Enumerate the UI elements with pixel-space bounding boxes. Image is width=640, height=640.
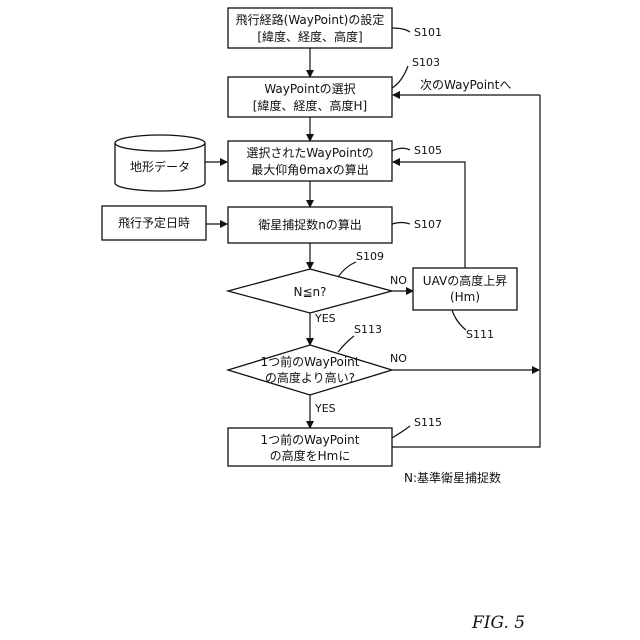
decision-s109: N≦n? [228,269,392,313]
step-s101-id: S101 [414,26,442,39]
decision-s113-line1: 1つ前のWayPoint [261,354,360,369]
decision-s109-text: N≦n? [293,285,326,299]
step-s103-line1: WayPointの選択 [264,82,355,96]
flight-schedule-box: 飛行予定日時 [102,206,206,240]
s115-leader [392,426,410,438]
s103-leader [392,66,408,88]
step-s101-line2: [緯度、経度、高度] [257,29,362,44]
s113-yes-label: YES [314,402,336,415]
step-s105-id: S105 [414,144,442,157]
step-s103-line2: [緯度、経度、高度H] [253,98,367,113]
step-s107-id: S107 [414,218,442,231]
s109-leader [338,262,356,277]
step-s115-line1: 1つ前のWayPoint [261,432,360,447]
s109-no-label: NO [390,274,407,287]
step-s111-box: UAVの高度上昇 (Hm) [413,268,517,310]
step-s115-id: S115 [414,416,442,429]
figure-label: FIG. 5 [471,613,525,633]
step-s107-line1: 衛星捕捉数nの算出 [258,217,362,232]
step-s111-line1: UAVの高度上昇 [423,273,507,288]
s101-leader [392,28,410,32]
step-s101-box: 飛行経路(WayPoint)の設定 [緯度、経度、高度] [228,8,392,48]
s113-no-label: NO [390,352,407,365]
terrain-data-label: 地形データ [130,159,190,174]
step-s115-box: 1つ前のWayPoint の高度をHmに [228,428,392,466]
step-s105-line2: 最大仰角θmaxの算出 [251,162,369,177]
terrain-data-store: 地形データ [115,135,205,191]
s109-yes-label: YES [314,312,336,325]
flight-schedule-label: 飛行予定日時 [118,215,190,230]
step-s107-box: 衛星捕捉数nの算出 [228,207,392,243]
step-s113-id: S113 [354,323,382,336]
step-s103-box: WayPointの選択 [緯度、経度、高度H] [228,77,392,117]
step-s103-id: S103 [412,56,440,69]
step-s115-line2: の高度をHmに [270,448,351,463]
decision-s113: 1つ前のWayPoint の高度より高い? [228,345,392,395]
legend-text: N:基準衛星捕捉数 [404,470,501,485]
step-s105-line1: 選択されたWayPointの [246,146,373,160]
next-waypoint-label: 次のWayPointへ [420,78,511,92]
arrow-s111-s105 [393,162,465,268]
step-s111-id: S111 [466,328,494,341]
decision-s113-line2: の高度より高い? [265,370,355,385]
s107-leader [392,223,410,225]
step-s105-box: 選択されたWayPointの 最大仰角θmaxの算出 [228,141,392,181]
s111-leader [452,310,466,330]
step-s109-id: S109 [356,250,384,263]
s105-leader [392,148,410,151]
step-s111-line2: (Hm) [450,290,480,304]
step-s101-line1: 飛行経路(WayPoint)の設定 [236,12,385,27]
s113-leader [338,336,354,352]
